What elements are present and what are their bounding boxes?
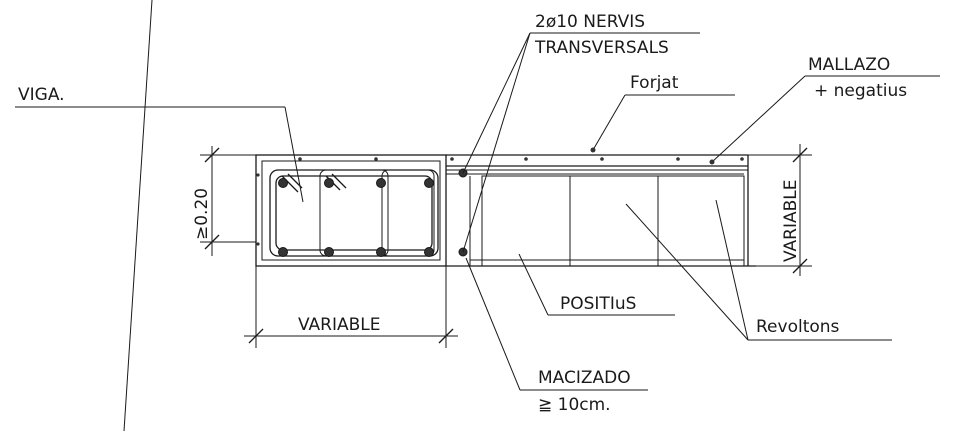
mallazo-label-line2: + negatius [814, 81, 907, 101]
beam-outline [255, 154, 447, 267]
rebar-bottom-2 [324, 247, 334, 257]
rebar-top-3 [376, 178, 386, 188]
rebar-bottom-4 [424, 247, 434, 257]
macizado-label-line2: ≧ 10cm. [538, 395, 611, 415]
stirrup-middle [381, 169, 435, 257]
rebar-bottom-3 [376, 247, 386, 257]
mesh-dot [450, 157, 454, 161]
revolton-2 [569, 175, 659, 267]
leader-line [625, 203, 749, 341]
leader-end-dot [590, 147, 596, 153]
mallazo-label-line1: MALLAZO [808, 55, 890, 75]
nervis-label-line1: 2ø10 NERVIS [535, 12, 645, 32]
mesh-dot [740, 157, 744, 161]
leader-end-dot [709, 159, 715, 165]
beam-width-dimension: VARIABLE [244, 266, 458, 348]
positius-label: POSITIuS [560, 294, 636, 314]
slab-section [446, 154, 756, 267]
mallazo-callout: MALLAZO + negatius [709, 55, 940, 165]
stirrup-left [319, 169, 389, 257]
leader-line [465, 257, 521, 391]
height-dimension: ≥0.20 [192, 146, 256, 256]
macizado-label-line1: MACIZADO [538, 368, 631, 388]
rebar-top-2 [324, 178, 334, 188]
drawing-border-line [123, 0, 153, 431]
rebar-bottom-1 [278, 247, 288, 257]
beam-inner-outline [261, 160, 441, 261]
aggregate-dot [298, 157, 302, 161]
rebar-top-4 [424, 178, 434, 188]
leader-line [284, 106, 304, 203]
dim-tick [248, 328, 264, 344]
dim-tick [792, 258, 808, 274]
nervis-label-line2: TRANSVERSALS [534, 38, 669, 58]
leader-line [518, 253, 549, 316]
stirrup-inner [275, 175, 433, 251]
leader-line [462, 32, 531, 174]
revolton-1 [481, 175, 571, 267]
aggregate-dot [256, 173, 260, 177]
viga-callout: VIGA. [15, 85, 304, 203]
dim-tick [204, 147, 220, 163]
slab-depth-label: VARIABLE [781, 179, 801, 262]
dim-tick [438, 328, 454, 344]
leader-line [592, 94, 626, 151]
beam-width-label: VARIABLE [298, 315, 381, 335]
height-dim-label: ≥0.20 [192, 188, 212, 240]
rebar-top-1 [278, 178, 288, 188]
aggregate-dot [256, 242, 260, 246]
dim-tick [204, 234, 220, 250]
viga-label: VIGA. [18, 85, 65, 105]
leader-line [462, 32, 531, 253]
slab-depth-dimension: VARIABLE [748, 144, 812, 276]
forjat-label: Forjat [630, 73, 679, 93]
positius-callout: POSITIuS [518, 253, 675, 316]
macizado-callout: MACIZADO ≧ 10cm. [465, 257, 648, 415]
mesh-dot [676, 157, 680, 161]
beam-section [255, 154, 447, 267]
mesh-dot [524, 157, 528, 161]
revolton-3 [657, 175, 745, 267]
leader-line [715, 199, 749, 341]
revoltons-label: Revoltons [756, 317, 840, 337]
nervis-callout: 2ø10 NERVIS TRANSVERSALS [462, 12, 700, 253]
forjat-callout: Forjat [590, 73, 735, 153]
aggregate-dot [374, 157, 378, 161]
revoltons-callout: Revoltons [625, 199, 892, 341]
mesh-dot [600, 157, 604, 161]
dim-tick [792, 147, 808, 163]
leader-line [711, 75, 806, 163]
stirrup-outer [269, 169, 439, 257]
